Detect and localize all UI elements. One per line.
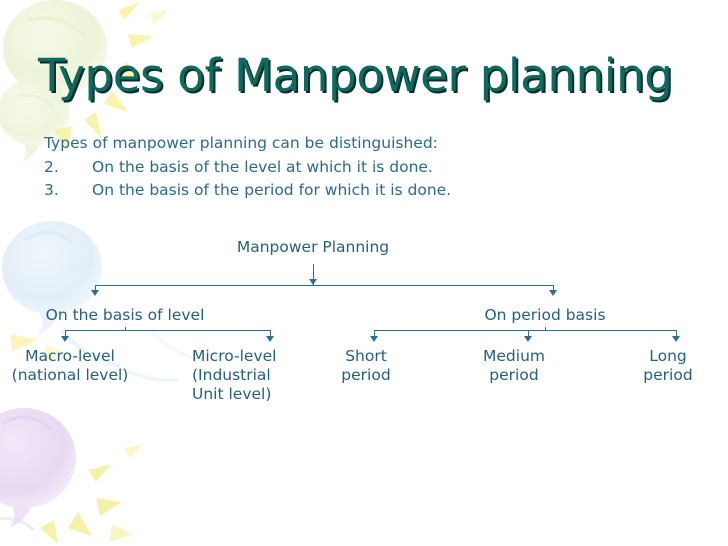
connector-left-branch-bar — [65, 330, 271, 331]
tree-leaf-medium-period: Medium period — [483, 347, 545, 385]
body-lead: Types of manpower planning can be distin… — [44, 134, 438, 152]
arrowhead-right-child3-icon — [672, 336, 680, 342]
tree-leaf-line1: Macro-level — [25, 347, 115, 365]
connector-left-branch-stem — [125, 327, 126, 330]
arrowhead-left-child1-icon — [61, 336, 69, 342]
list-item-label: On the basis of the period for which it … — [92, 181, 452, 199]
connector-left-child2-drop — [270, 330, 271, 339]
connector-right-child3-drop — [676, 330, 677, 339]
list-item-label: On the basis of the level at which it is… — [92, 158, 433, 176]
tree-leaf-line1: Medium — [483, 347, 545, 365]
tree-leaf-long-period: Long period — [643, 347, 692, 385]
connector-level1-bar — [95, 285, 554, 286]
arrowhead-level1-right-icon — [549, 290, 557, 296]
tree-leaf-line2: period — [643, 366, 693, 384]
connector-level1-left-drop — [95, 285, 96, 294]
arrowhead-level1-left-icon — [91, 290, 99, 296]
tree-leaf-line2: (Industrial — [192, 366, 271, 384]
tree-leaf-macro-level: Macro-level (national level) — [12, 347, 129, 385]
connector-right-branch-stem — [545, 327, 546, 330]
balloon-purple-icon — [0, 408, 76, 532]
tree-leaf-line3: Unit level) — [192, 385, 272, 403]
manpower-planning-tree-diagram: Manpower Planning On the basis of level … — [0, 230, 728, 410]
body-text-block: Types of manpower planning can be distin… — [44, 132, 644, 202]
tree-leaf-line2: period — [341, 366, 391, 384]
connector-level1-right-drop — [553, 285, 554, 294]
arrowhead-root-stem-icon — [309, 279, 317, 285]
tree-node-branch-period: On period basis — [484, 306, 606, 324]
list-item-number: 3. — [44, 181, 59, 199]
tree-node-root: Manpower Planning — [236, 238, 390, 256]
connector-root-stem — [313, 264, 314, 285]
connector-right-branch-bar — [374, 330, 676, 331]
list-item: 2. On the basis of the level at which it… — [44, 156, 644, 179]
list-item: 3. On the basis of the period for which … — [44, 179, 644, 202]
arrowhead-right-child2-icon — [524, 336, 532, 342]
arrowhead-left-child2-icon — [266, 336, 274, 342]
tree-leaf-line2: (national level) — [11, 366, 129, 384]
list-item-number: 2. — [44, 158, 59, 176]
starburst-rays-bottom-icon — [40, 444, 144, 544]
connector-left-child1-drop — [65, 330, 66, 339]
tree-leaf-short-period: Short period — [341, 347, 390, 385]
tree-leaf-line2: period — [489, 366, 539, 384]
slide-title: Types of Manpower planning — [38, 49, 673, 102]
arrowhead-right-child1-icon — [370, 336, 378, 342]
tree-leaf-line1: Micro-level — [192, 347, 277, 365]
connector-right-child2-drop — [528, 330, 529, 339]
tree-leaf-micro-level: Micro-level (Industrial Unit level) — [192, 347, 276, 404]
connector-right-child1-drop — [374, 330, 375, 339]
tree-node-branch-level: On the basis of level — [45, 306, 205, 324]
tree-leaf-line1: Long — [649, 347, 687, 365]
tree-leaf-line1: Short — [345, 347, 387, 365]
